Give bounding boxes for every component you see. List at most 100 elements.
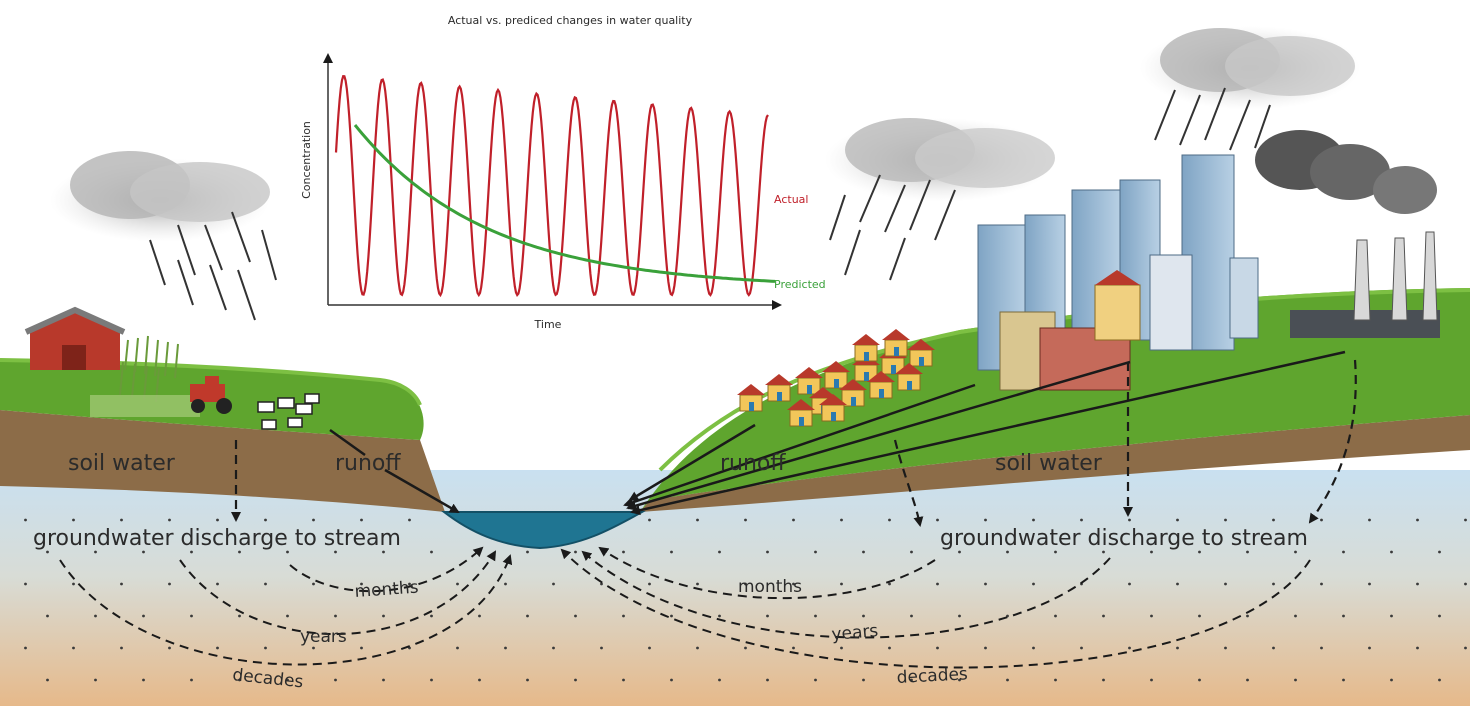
aquifer-dot [1390,550,1393,554]
aquifer-dot [1368,518,1371,522]
chart-x-label: Time [534,318,562,331]
aquifer-dot [168,582,171,586]
aquifer-dot [1438,614,1441,618]
aquifer-dot [1464,582,1467,586]
aquifer-dot [670,614,673,618]
aquifer-dot [1416,582,1419,586]
aquifer-dot [456,646,459,650]
aquifer-dot [216,646,219,650]
aquifer-dot [1198,614,1201,618]
chart-title: Actual vs. prediced changes in water qua… [448,14,693,27]
aquifer-dot [24,646,27,650]
aquifer-dot [574,678,577,682]
house-icon [852,334,880,362]
aquifer-dot [984,518,987,522]
aquifer-dot [600,646,603,650]
aquifer-dot [478,614,481,618]
groundwater-zone [0,470,1470,706]
soil-water-label-right: soil water [995,451,1103,476]
aquifer-dot [718,614,721,618]
aquifer-dot [1272,518,1275,522]
aquifer-dot [1054,614,1057,618]
aquifer-dot [1224,646,1227,650]
aquifer-dot [1224,582,1227,586]
aquifer-dot [766,614,769,618]
aquifer-dot [46,614,49,618]
aquifer-dot [120,518,123,522]
aquifer-dot [1342,550,1345,554]
aquifer-dot [238,550,241,554]
aquifer-dot [360,582,363,586]
aquifer-dot [1342,614,1345,618]
aquifer-dot [312,518,315,522]
aquifer-dot [600,582,603,586]
aquifer-dot [622,550,625,554]
aquifer-dot [1054,678,1057,682]
aquifer-dot [1150,550,1153,554]
power-plant-icon [1255,130,1440,338]
aquifer-dot [238,614,241,618]
aquifer-dot [1080,646,1083,650]
legend-predicted: Predicted [774,278,826,291]
actual-series-line [334,75,769,298]
aquifer-dot [94,550,97,554]
aquifer-dot [286,678,289,682]
house-icon [795,367,823,395]
years-label-left: years [300,627,347,647]
aquifer-dot [910,678,913,682]
aquifer-dot [958,678,961,682]
years-label-right: years [831,621,879,645]
houses-icon [737,329,935,427]
aquifer-dot [1176,518,1179,522]
aquifer-dot [622,678,625,682]
aquifer-dot [1294,678,1297,682]
aquifer-dot [574,614,577,618]
aquifer-dot [1246,550,1249,554]
aquifer-dot [840,646,843,650]
aquifer-dot [648,518,651,522]
runoff-label-left: runoff [335,451,401,476]
aquifer-dot [766,550,769,554]
chart-y-label: Concentration [300,121,313,199]
aquifer-dot [1320,582,1323,586]
aquifer-dot [408,518,411,522]
groundwater-label-right: groundwater discharge to stream [940,526,1308,551]
aquifer-dot [190,614,193,618]
aquifer-dot [312,582,315,586]
aquifer-dot [1032,518,1035,522]
house-icon [765,374,793,402]
aquifer-dot [1102,678,1105,682]
aquifer-dot [526,678,529,682]
aquifer-dot [792,582,795,586]
city-buildings-icon [977,154,1259,391]
aquifer-dot [1416,518,1419,522]
aquifer-dot [1416,646,1419,650]
aquifer-dot [526,614,529,618]
aquifer-dot [526,550,529,554]
aquifer-dots [24,518,1467,682]
tractor-icon [190,376,232,414]
aquifer-dot [1006,550,1009,554]
aquifer-dot [94,614,97,618]
crop-rows [90,395,200,417]
aquifer-dot [334,678,337,682]
rain-left [149,211,277,321]
rain-right [1154,87,1271,151]
aquifer-dot [936,582,939,586]
aquifer-dot [910,614,913,618]
house-icon [882,329,910,357]
aquifer-dot [1080,518,1083,522]
aquifer-dot [1390,678,1393,682]
aquifer-dot [1198,550,1201,554]
aquifer-dot [574,550,577,554]
aquifer-dot [744,646,747,650]
aquifer-dot [1102,550,1105,554]
aquifer-dot [862,678,865,682]
aquifer-dot [334,550,337,554]
house-icon [822,361,850,389]
predicted-series-line [353,124,776,283]
house-icon [839,379,867,407]
aquifer-dot [1032,646,1035,650]
aquifer-dot [936,518,939,522]
aquifer-dot [24,582,27,586]
